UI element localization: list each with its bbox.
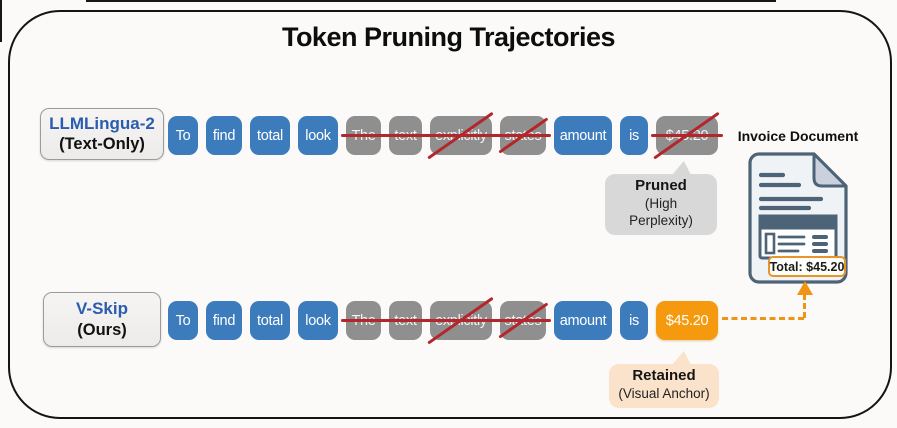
token-4520: $45.20: [651, 111, 723, 160]
callout-tail-icon: [672, 349, 694, 368]
token-label: look: [305, 312, 331, 329]
method-label-llmlingua2: LLMLingua-2 (Text-Only): [40, 108, 164, 160]
token-label: To: [175, 312, 191, 329]
connector-arrowhead-icon: [797, 281, 813, 295]
token-explicitly: explicitly: [425, 296, 497, 345]
strikethrough-line: [341, 319, 386, 322]
token-label: total: [257, 127, 283, 144]
invoice-document-icon: Total: $45.20: [747, 151, 849, 285]
retained-callout: Retained (Visual Anchor): [609, 349, 719, 408]
method-label-vskip: V-Skip (Ours): [43, 292, 161, 347]
method-variant: (Text-Only): [59, 135, 145, 154]
figure-frame: [8, 10, 892, 419]
token-find: find: [206, 301, 242, 340]
method-variant: (Ours): [77, 320, 127, 339]
token-amount: amount: [554, 116, 612, 155]
token-is: is: [620, 301, 648, 340]
callout-tail-icon: [672, 159, 694, 178]
token-is: is: [620, 116, 648, 155]
token-label: find: [212, 127, 236, 144]
token-find: find: [206, 116, 242, 155]
token-states: states: [495, 301, 551, 340]
token-label: is: [629, 312, 639, 329]
token-label: amount: [559, 127, 607, 144]
connector-dash-vertical: [803, 294, 806, 318]
callout-title: Pruned: [635, 177, 687, 194]
strikethrough-line: [384, 319, 427, 322]
method-name: V-Skip: [76, 299, 128, 319]
callout-subtitle: (High Perplexity): [629, 195, 693, 228]
token-text: text: [384, 116, 427, 155]
token-amount: amount: [554, 301, 612, 340]
token-text: text: [384, 301, 427, 340]
token-states: states: [495, 116, 551, 155]
token-row-vskip: To find total look Thetextexplicitlystates am…: [168, 296, 718, 345]
callout-title: Retained: [632, 367, 696, 384]
token-label: is: [629, 127, 639, 144]
invoice-title: Invoice Document: [737, 128, 859, 144]
crop-edge-top: [86, 0, 776, 2]
token-the: The: [341, 301, 386, 340]
pruned-callout: Pruned (High Perplexity): [605, 159, 717, 235]
figure-title: Token Pruning Trajectories: [281, 22, 616, 52]
connector-dash-horizontal: [722, 317, 804, 320]
token-to: To: [168, 301, 198, 340]
token-4520: $45.20: [656, 301, 718, 340]
token-look: look: [298, 116, 338, 155]
token-total: total: [250, 116, 290, 155]
token-label: $45.20: [665, 312, 709, 329]
token-to: To: [168, 116, 198, 155]
token-label: To: [175, 127, 191, 144]
token-explicitly: explicitly: [425, 111, 497, 160]
token-total: total: [250, 301, 290, 340]
strikethrough-line: [384, 134, 427, 137]
callout-subtitle: (Visual Anchor): [618, 385, 710, 401]
token-row-llmlingua2: To find total look Thetextexplicitlystates am…: [168, 111, 723, 160]
document-table-icon: [758, 214, 838, 260]
token-the: The: [341, 116, 386, 155]
crop-edge-left: [0, 0, 2, 42]
strikethrough-line: [341, 134, 386, 137]
document-icon: [748, 152, 848, 284]
method-name: LLMLingua-2: [49, 113, 155, 133]
token-look: look: [298, 301, 338, 340]
invoice-total-badge: Total: $45.20: [768, 256, 846, 277]
document-fold-icon: [812, 152, 848, 188]
document-text-lines: [758, 172, 824, 211]
token-label: find: [212, 312, 236, 329]
token-label: total: [257, 312, 283, 329]
token-label: look: [305, 127, 331, 144]
token-label: amount: [559, 312, 607, 329]
